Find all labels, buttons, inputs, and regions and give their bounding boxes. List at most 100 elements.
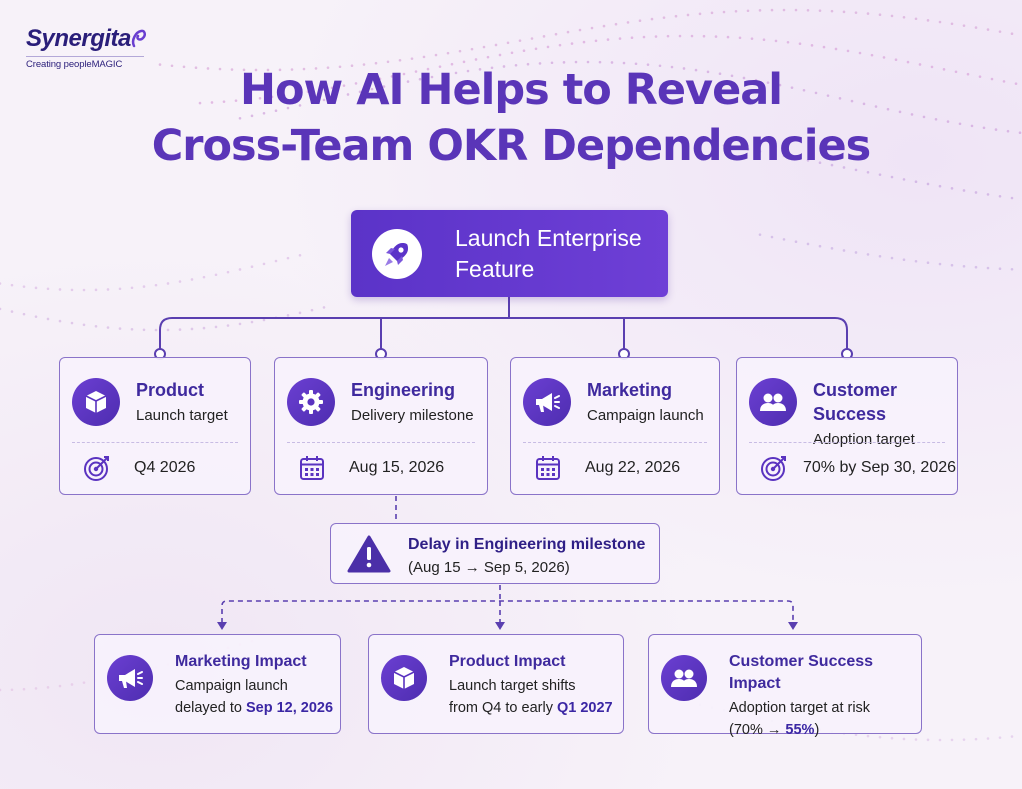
cube-icon: [393, 667, 415, 689]
background-dot: [322, 98, 326, 102]
background-dot: [118, 287, 122, 291]
background-dot: [718, 72, 722, 76]
background-dot: [370, 87, 374, 91]
background-dot: [662, 16, 666, 19]
background-dot: [630, 36, 634, 40]
background-dot: [914, 738, 918, 741]
background-dot: [986, 193, 990, 196]
background-dot: [238, 116, 242, 120]
background-dot: [178, 328, 182, 331]
impact-card-marketing: Marketing Impact Campaign launch delayed…: [94, 634, 341, 734]
background-dot: [914, 180, 918, 183]
background-dot: [406, 80, 410, 83]
background-dot: [674, 14, 678, 18]
team-subtitle: Adoption target: [813, 431, 915, 448]
background-dot: [218, 67, 222, 71]
background-dot: [606, 38, 610, 41]
background-dot: [34, 315, 38, 318]
background-dot: [366, 79, 370, 83]
team-name: Product: [136, 380, 205, 400]
background-dot: [890, 256, 894, 260]
background-dot: [506, 41, 510, 45]
background-dot: [634, 62, 638, 66]
background-dot: [450, 62, 454, 66]
background-dot: [834, 47, 838, 51]
background-dot: [598, 60, 602, 64]
background-dot: [882, 56, 886, 59]
background-dot: [230, 68, 234, 71]
background-dot: [806, 242, 810, 246]
background-dot: [402, 72, 406, 76]
background-dot: [770, 8, 774, 12]
background-dot: [118, 327, 122, 330]
background-dot: [950, 22, 954, 26]
background-dot: [198, 101, 202, 105]
background-dot: [902, 15, 906, 19]
background-dot: [742, 76, 746, 80]
background-dot: [526, 62, 530, 66]
divider: [749, 442, 945, 443]
background-dot: [570, 42, 574, 45]
background-dot: [582, 40, 586, 44]
background-dot: [410, 57, 414, 60]
background-dot: [1018, 131, 1022, 135]
background-dot: [950, 263, 954, 267]
background-dot: [194, 66, 198, 69]
cube-icon-badge: [72, 378, 120, 426]
background-dot: [490, 66, 494, 70]
background-dot: [430, 75, 434, 79]
impact-highlight: 55%: [785, 722, 815, 738]
background-dot: [346, 93, 350, 96]
background-dot: [878, 173, 882, 176]
background-dot: [206, 67, 210, 70]
background-dot: [290, 68, 294, 71]
logo-tagline: Creating peopleMAGIC: [26, 56, 144, 70]
background-dot: [286, 256, 290, 260]
target-icon: [84, 456, 109, 481]
background-dot: [318, 88, 322, 92]
background-dot: [918, 63, 922, 66]
background-dot: [814, 91, 818, 95]
background-dot: [250, 320, 254, 324]
background-dot: [698, 140, 702, 144]
background-dot: [0, 282, 2, 285]
background-dot: [182, 65, 186, 69]
background-dot: [34, 286, 38, 290]
background-dot: [398, 58, 402, 62]
background-dot: [390, 75, 394, 78]
background-dot: [166, 282, 170, 285]
background-dot: [542, 35, 546, 38]
background-dot: [322, 306, 326, 309]
background-dot: [650, 17, 654, 21]
background-dot: [658, 64, 662, 68]
background-dot: [1010, 196, 1014, 200]
background-dot: [678, 34, 682, 38]
background-dot: [358, 90, 362, 94]
background-dot: [706, 70, 710, 74]
impact-line-2: from Q4 to early Q1 2027: [449, 700, 613, 716]
root-objective-title: Launch Enterprise Feature: [455, 223, 665, 285]
background-dot: [462, 60, 466, 64]
background-dot: [414, 70, 418, 73]
background-dot: [1014, 82, 1018, 85]
background-dot: [702, 34, 706, 38]
background-dot: [614, 22, 618, 26]
background-dot: [1010, 735, 1014, 738]
background-dot: [726, 35, 730, 39]
divider: [72, 442, 238, 443]
rocket-icon-badge: [372, 228, 422, 279]
background-dot: [386, 60, 390, 64]
team-target-value: Aug 15, 2026: [349, 459, 445, 476]
background-dot: [502, 65, 506, 68]
background-dot: [326, 66, 330, 69]
divider: [287, 442, 475, 443]
background-dot: [482, 45, 486, 49]
background-dot: [750, 37, 754, 40]
arrow-head: [495, 622, 505, 630]
background-dot: [878, 735, 882, 739]
background-dot: [330, 86, 334, 90]
background-dot: [22, 687, 26, 691]
background-dot: [394, 82, 398, 86]
background-dot: [166, 328, 170, 332]
background-dot: [10, 688, 14, 692]
